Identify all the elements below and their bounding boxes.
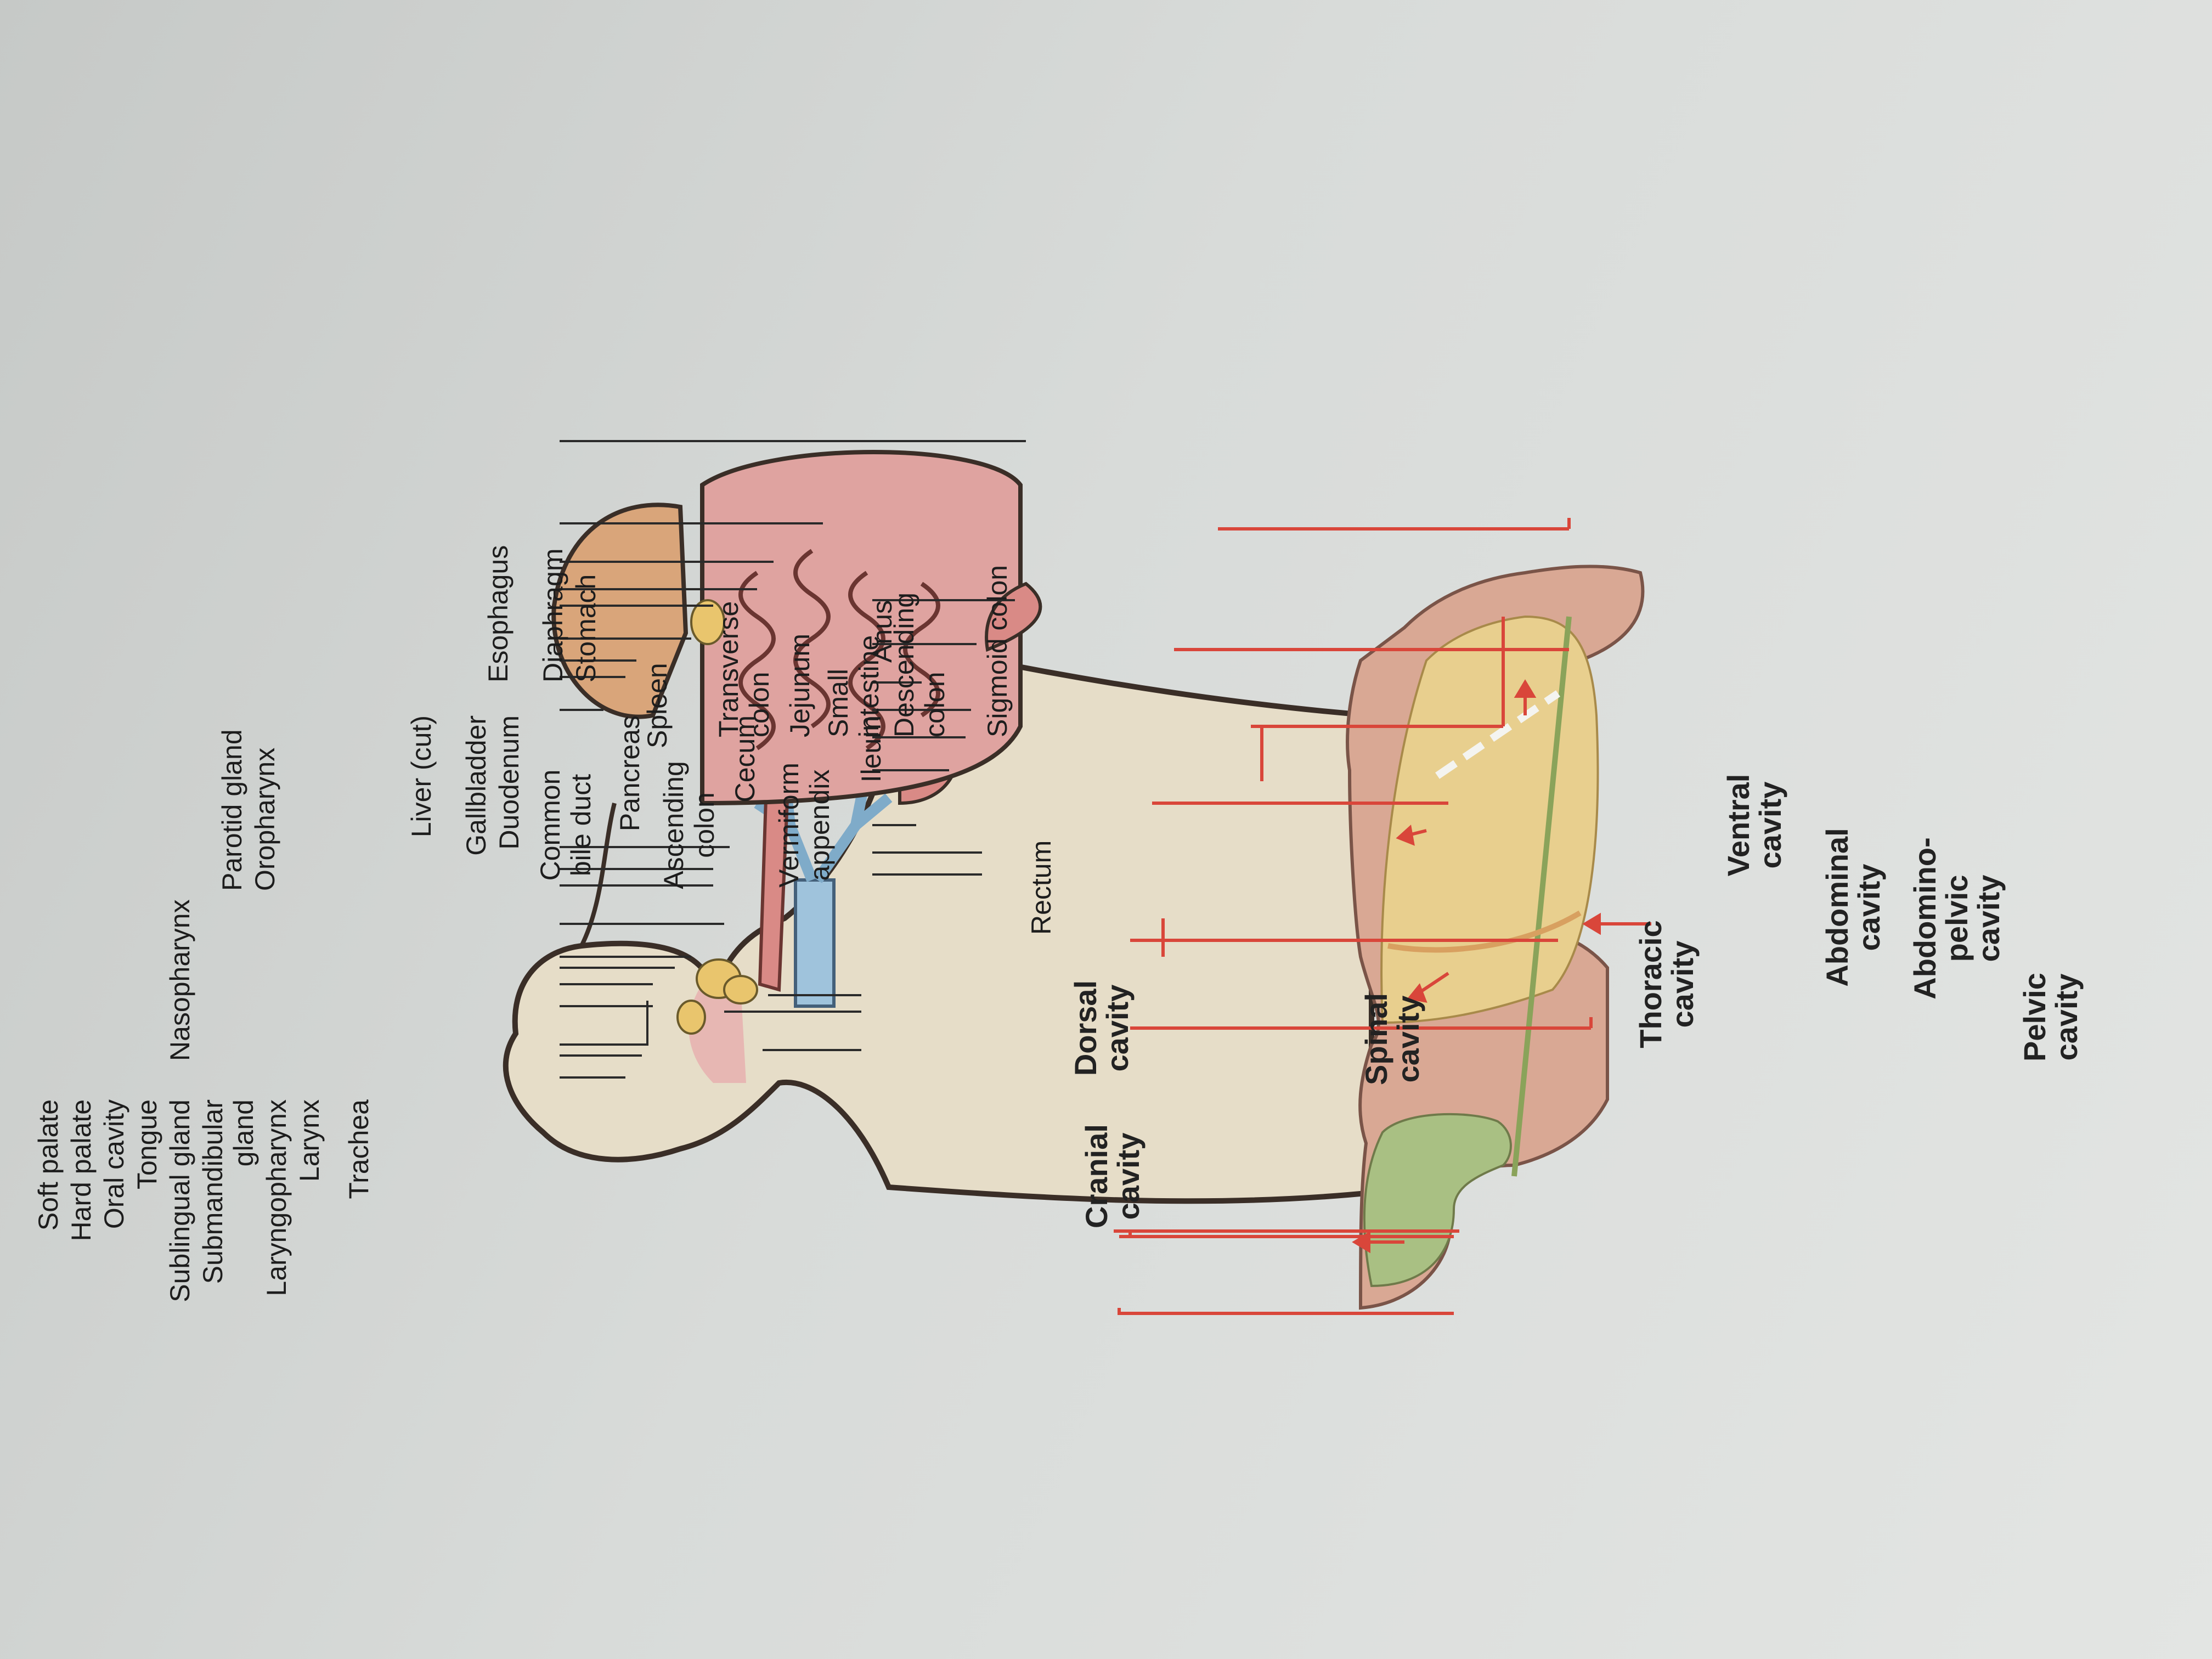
diaphragm-line [1387,910,1582,953]
intestine-shape [700,450,1023,806]
label-ventral-cavity: Ventral cavity [1721,774,1787,877]
label-abdominopelvic-cavity: Abdomino- pelvic cavity [1908,837,2006,1000]
label-spinal-cavity: Spinal cavity [1359,992,1425,1086]
cavity-arrows [1352,679,1651,1254]
back-contour [579,803,617,947]
submandibular-gland-shape [723,975,758,1005]
liver-shape [551,503,689,719]
ventral-cavity-region [1380,615,1599,1024]
leader-lines [560,440,1026,1079]
pelvic-boundary [1435,690,1560,779]
label-cranial-cavity: Cranial cavity [1079,1124,1146,1228]
cranial-cavity-region [1363,1113,1512,1288]
cavity-brackets [1114,518,1593,1315]
label-abdominal-cavity: Abdominal cavity [1820,828,1886,987]
label-pelvic-cavity: Pelvic cavity [2017,973,2084,1062]
pancreas-shape [690,599,725,645]
label-dorsal-cavity: Dorsal cavity [1068,980,1135,1076]
rectum-shape [985,582,1042,652]
sublingual-gland-shape [676,1000,706,1035]
trachea-shape [794,878,836,1008]
intestine-coils [738,549,940,751]
label-thoracic-cavity: Thoracic cavity [1633,920,1700,1048]
